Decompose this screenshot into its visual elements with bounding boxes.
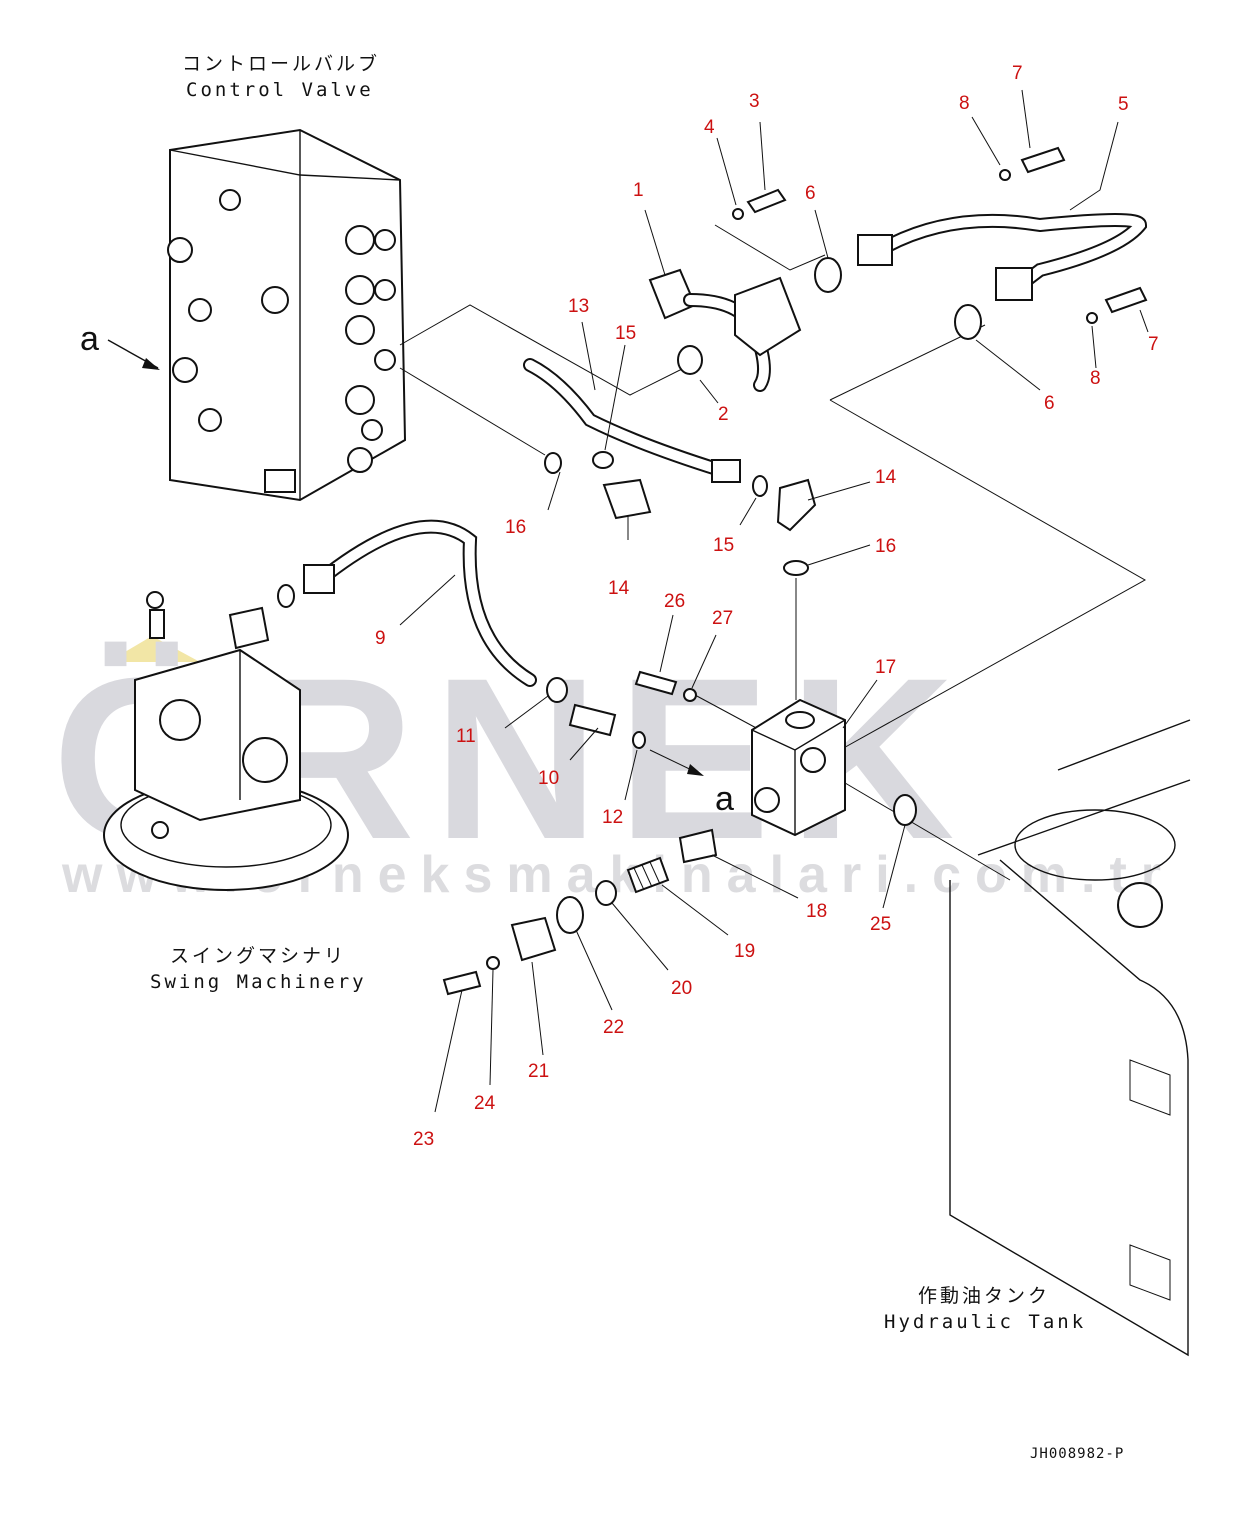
part-7-bolt-b bbox=[1104, 286, 1148, 314]
part-3-bolt bbox=[746, 188, 787, 214]
callout-10: 10 bbox=[538, 768, 559, 789]
part-25-oring bbox=[893, 794, 917, 826]
callout-14a: 14 bbox=[608, 578, 630, 599]
watermark-accent-icon bbox=[108, 636, 200, 662]
callout-24: 24 bbox=[474, 1093, 496, 1114]
part-15-oring-a bbox=[592, 451, 614, 469]
callout-3: 3 bbox=[749, 91, 760, 112]
part-14-elbow-b bbox=[776, 478, 817, 532]
part-11-oring bbox=[546, 677, 568, 703]
part-26-bolt bbox=[634, 670, 678, 696]
callout-27: 27 bbox=[712, 608, 733, 629]
hydraulic-tank-label-jp: 作動油タンク bbox=[918, 1285, 1050, 1307]
part-22-oring bbox=[556, 896, 584, 934]
part-15-oring-b bbox=[752, 475, 768, 497]
part-9-nut bbox=[303, 564, 335, 594]
part-1-block bbox=[734, 276, 802, 357]
callout-5: 5 bbox=[1118, 94, 1129, 115]
callout-6a: 6 bbox=[805, 183, 816, 204]
part-14-elbow-a bbox=[602, 478, 652, 520]
part-18-plug bbox=[678, 828, 718, 864]
callout-26: 26 bbox=[664, 591, 685, 612]
part-27-washer bbox=[683, 688, 697, 702]
part-10-fitting bbox=[568, 703, 617, 737]
callout-21: 21 bbox=[528, 1061, 549, 1082]
drawing-number: JH008982-P bbox=[1030, 1446, 1124, 1462]
part-20-ring bbox=[595, 880, 617, 906]
callout-15a: 15 bbox=[615, 323, 636, 344]
part-13-nut bbox=[711, 459, 741, 483]
part-16-oring-a bbox=[544, 452, 562, 474]
callout-14b: 14 bbox=[875, 467, 897, 488]
callout-19: 19 bbox=[734, 941, 755, 962]
part-19-spring bbox=[626, 856, 670, 894]
part-6-oring-b bbox=[954, 304, 982, 340]
part-8-washer-a bbox=[999, 169, 1011, 181]
callout-8a: 8 bbox=[959, 93, 970, 114]
part-6-oring-a bbox=[814, 257, 842, 293]
view-arrow-letter: a bbox=[80, 320, 99, 358]
callout-1: 1 bbox=[633, 180, 644, 201]
part-12-oring bbox=[632, 731, 646, 749]
callout-2: 2 bbox=[718, 404, 729, 425]
part-7-bolt-a bbox=[1020, 146, 1066, 174]
part-2-oring bbox=[677, 345, 703, 375]
callout-18: 18 bbox=[806, 901, 827, 922]
callout-16a: 16 bbox=[505, 517, 526, 538]
parts bbox=[277, 146, 1148, 996]
control-valve-label-en: Control Valve bbox=[186, 79, 374, 101]
callout-15b: 15 bbox=[713, 535, 734, 556]
callout-11: 11 bbox=[456, 726, 476, 747]
callout-17: 17 bbox=[875, 657, 896, 678]
callout-12: 12 bbox=[602, 807, 623, 828]
callout-9: 9 bbox=[375, 628, 386, 649]
swing-machinery-label-jp: スイングマシナリ bbox=[170, 945, 346, 967]
swing-machinery-label-en: Swing Machinery bbox=[150, 971, 367, 993]
part-24-washer bbox=[486, 956, 500, 970]
callout-22: 22 bbox=[603, 1017, 624, 1038]
swing-machinery-drawing: スイングマシナリ Swing Machinery bbox=[103, 591, 367, 993]
callout-16b: 16 bbox=[875, 536, 896, 557]
part-5-flange-b bbox=[995, 267, 1033, 301]
callout-4: 4 bbox=[704, 117, 715, 138]
part-4-washer bbox=[732, 208, 744, 220]
hydraulic-tank-drawing: 作動油タンク Hydraulic Tank bbox=[884, 719, 1191, 1357]
callout-25: 25 bbox=[870, 914, 891, 935]
view-arrow-letter-b: a bbox=[715, 780, 734, 818]
callout-23: 23 bbox=[413, 1129, 434, 1150]
part-21-cover bbox=[510, 916, 557, 962]
control-valve-label-jp: コントロールバルブ bbox=[182, 52, 380, 75]
callout-7b: 7 bbox=[1148, 334, 1159, 355]
connection-lines: a bbox=[399, 224, 1147, 881]
control-valve-drawing: コントロールバルブ Control Valve a bbox=[80, 52, 407, 502]
callout-leaders bbox=[399, 89, 1149, 1113]
hydraulic-tank-label-en: Hydraulic Tank bbox=[884, 1311, 1086, 1333]
part-5-flange-a bbox=[857, 234, 893, 266]
valve-spool-caps bbox=[167, 189, 396, 493]
callout-13: 13 bbox=[568, 296, 589, 317]
part-16-oring-b bbox=[783, 560, 809, 576]
part-23-bolt bbox=[442, 970, 482, 996]
callout-6b: 6 bbox=[1044, 393, 1055, 414]
callouts: 1 2 3 4 5 6 6 7 7 8 8 9 10 11 12 13 14 1… bbox=[375, 63, 1159, 1150]
callout-7a: 7 bbox=[1012, 63, 1023, 84]
callout-20: 20 bbox=[671, 978, 692, 999]
part-8-washer-b bbox=[1086, 312, 1098, 324]
callout-8b: 8 bbox=[1090, 368, 1101, 389]
